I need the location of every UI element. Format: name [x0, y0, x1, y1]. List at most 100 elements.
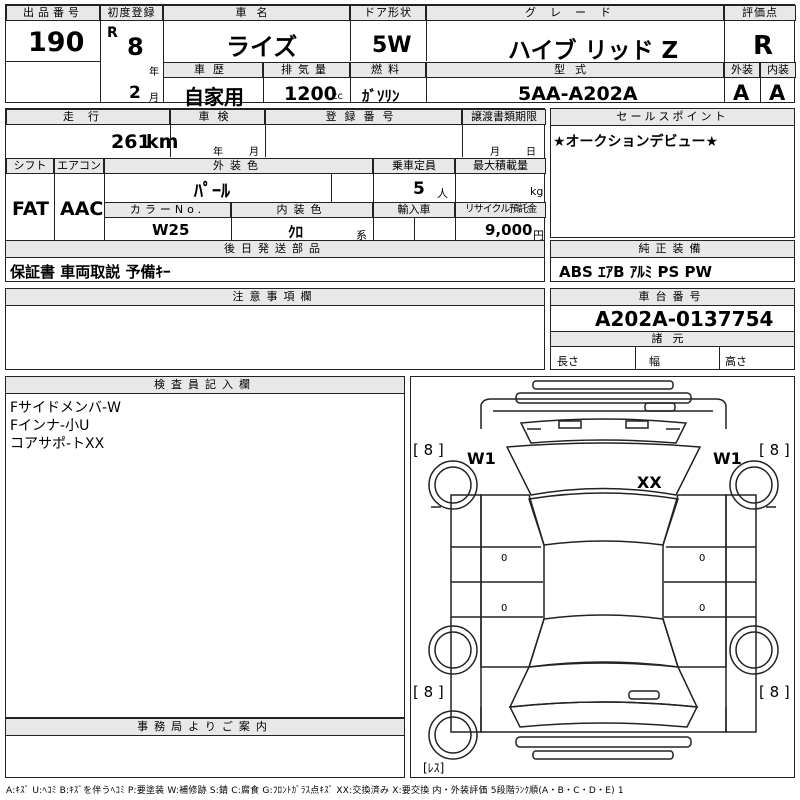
- mark-front-left: W1: [467, 449, 496, 468]
- mark-center: XX: [637, 473, 662, 492]
- load-unit: kg: [530, 185, 544, 198]
- bracket-rear-right: [ 8 ]: [759, 683, 790, 701]
- chassis-block: 車台番号 A202A-0137754 諸元 長さ 幅 高さ: [550, 288, 795, 370]
- reg-month: 2: [129, 83, 141, 103]
- mileage-value: 261: [111, 131, 151, 153]
- salespoint-block: セールスポイント ★オークションデビュー★: [550, 108, 795, 238]
- shift-label: シフト: [6, 158, 54, 174]
- height-label: 高さ: [725, 355, 747, 368]
- equipment-label: 純正装備: [551, 241, 794, 258]
- lot-number: 190: [28, 27, 85, 58]
- header-block: 出品番号 190 初度登録 R 8 年 2 月 車名 ライズ ドア形状 5W グ…: [5, 4, 796, 109]
- year-unit: 年: [149, 67, 159, 78]
- salespoint-value: ★オークションデビュー★: [553, 134, 719, 150]
- color-label: 外装色: [104, 158, 373, 174]
- interior-value: ｸﾛ: [288, 223, 304, 241]
- displacement-label: 排気量: [263, 62, 350, 78]
- vehicle-info-block: 走行 261 km 車検 年 月 登録番号 譲渡書類期限 月 日 シフト FAT…: [5, 108, 546, 256]
- inspector-line-2: Fインナ-小U: [10, 418, 90, 434]
- notes-block: 注意事項欄: [5, 288, 545, 370]
- office-label: 事務局よりご案内: [6, 719, 404, 736]
- score-value: R: [753, 31, 774, 61]
- interior-unit: 系: [356, 229, 367, 242]
- colorno-label: カラーNo.: [104, 202, 231, 218]
- era-label: R: [107, 25, 118, 41]
- fuel-label: 燃料: [350, 62, 426, 78]
- inspector-line-1: Fサイドメンバ-W: [10, 400, 121, 416]
- handover-day-unit: 日: [526, 147, 536, 158]
- equipment-block: 純正装備 ABS ｴｱB ｱﾙﾐ PS PW: [550, 240, 795, 282]
- parts-block: 後日発送部品 保証書 車両取説 予備ｷｰ: [5, 240, 545, 282]
- panel-mark-left-rear: 0: [501, 603, 508, 614]
- import-label: 輸入車: [373, 202, 455, 218]
- regno-label: 登録番号: [265, 109, 462, 125]
- inspector-label: 検査員記入欄: [6, 377, 404, 394]
- length-label: 長さ: [557, 355, 579, 368]
- history-label: 車歴: [163, 62, 263, 78]
- int-label: 内装: [760, 62, 796, 78]
- mileage-unit: km: [146, 131, 179, 153]
- first-reg-label: 初度登録: [100, 5, 163, 21]
- car-diagram: [ 8 ] [ 8 ] [ 8 ] [ 8 ] W1 W1 XX [ﾚｽ] 0 …: [410, 376, 795, 778]
- parts-value: 保証書 車両取説 予備ｷｰ: [10, 263, 171, 281]
- grade-label: グレード: [426, 5, 724, 21]
- shift-value: FAT: [12, 198, 49, 220]
- history-value: 自家用: [184, 85, 244, 109]
- bracket-front-right: [ 8 ]: [759, 441, 790, 459]
- car-name-label: 車名: [163, 5, 350, 21]
- score-label: 評価点: [724, 5, 796, 21]
- equipment-value: ABS ｴｱB ｱﾙﾐ PS PW: [559, 263, 713, 281]
- office-block: 事務局よりご案内: [5, 718, 405, 778]
- insp-month-unit: 月: [249, 147, 259, 158]
- legend-text: A:ｷｽﾞ U:ﾍｺﾐ B:ｷｽﾞを伴うﾍｺﾐ P:要塗装 W:補修跡 S:錆 …: [6, 786, 624, 796]
- notes-label: 注意事項欄: [6, 289, 544, 306]
- ac-value: AAC: [60, 198, 104, 220]
- load-label: 最大積載量: [455, 158, 546, 174]
- mark-front-right: W1: [713, 449, 742, 468]
- reg-year: 8: [127, 33, 144, 61]
- bracket-front-left: [ 8 ]: [413, 441, 444, 459]
- displacement-value: 1200: [284, 83, 337, 105]
- chassis-number: A202A-0137754: [595, 307, 774, 331]
- displacement-unit: cc: [332, 91, 343, 102]
- month-unit: 月: [149, 93, 159, 104]
- width-label: 幅: [649, 355, 660, 368]
- ext-score: A: [733, 81, 750, 105]
- spec-label: 諸元: [550, 331, 795, 347]
- panel-mark-left-front: 0: [501, 553, 508, 564]
- fuel-value: ｶﾞｿﾘﾝ: [362, 87, 400, 105]
- model-value: 5AA-A202A: [518, 83, 638, 105]
- recycle-unit: 円: [533, 229, 544, 242]
- lot-label: 出品番号: [6, 5, 100, 21]
- bracket-rear-left: [ 8 ]: [413, 683, 444, 701]
- inspector-block: 検査員記入欄 Fサイドメンバ-W Fインナ-小U コアサポ-トXX: [5, 376, 405, 718]
- parts-label: 後日発送部品: [6, 241, 544, 258]
- inspector-line-3: コアサポ-トXX: [10, 436, 105, 452]
- handover-month-unit: 月: [490, 147, 500, 158]
- mileage-label: 走行: [6, 109, 170, 125]
- handover-label: 譲渡書類期限: [462, 109, 546, 125]
- model-label: 型式: [426, 62, 724, 78]
- spare-label: [ﾚｽ]: [423, 761, 445, 775]
- capacity-label: 乗車定員: [373, 158, 455, 174]
- colorno-value: W25: [152, 221, 190, 239]
- chassis-label: 車台番号: [551, 289, 794, 306]
- car-outline-svg: [428, 380, 779, 760]
- insp-year-unit: 年: [213, 147, 223, 158]
- int-score: A: [769, 81, 786, 105]
- door-label: ドア形状: [350, 5, 426, 21]
- ext-label: 外装: [724, 62, 760, 78]
- inspection-label: 車検: [170, 109, 265, 125]
- panel-mark-right-rear: 0: [699, 603, 706, 614]
- capacity-value: 5: [413, 179, 425, 199]
- recycle-value: 9,000: [485, 221, 533, 239]
- grade-value: ハイブ リッド Z: [508, 38, 679, 64]
- capacity-unit: 人: [437, 187, 448, 200]
- car-name: ライズ: [226, 33, 298, 61]
- interior-label: 内装色: [231, 202, 373, 218]
- ac-label: エアコン: [54, 158, 104, 174]
- recycle-label: リサイクル預託金: [455, 202, 546, 218]
- panel-mark-right-front: 0: [699, 553, 706, 564]
- salespoint-label: セールスポイント: [551, 109, 794, 126]
- color-value: ﾊﾟｰﾙ: [194, 181, 230, 202]
